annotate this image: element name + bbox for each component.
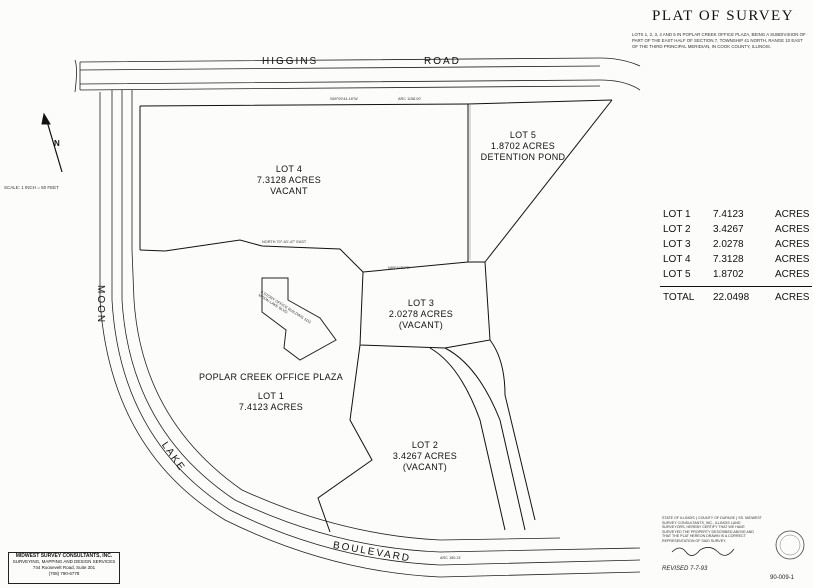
- lot1-plaza: POPLAR CREEK OFFICE PLAZA: [198, 372, 344, 382]
- acreage-lot: LOT 5: [663, 269, 691, 280]
- company-line2: 744 Roosevelt Road, Suite 301: [32, 565, 96, 570]
- revised-date: REVISED 7-7-93: [662, 566, 708, 572]
- lot3-label: LOT 3 2.0278 ACRES (VACANT): [376, 298, 466, 331]
- lot4-label: LOT 4 7.3128 ACRES VACANT: [244, 164, 334, 197]
- road-label-road: ROAD: [424, 56, 461, 67]
- lot1-name: LOT 1: [257, 391, 285, 401]
- acreage-separator: [660, 282, 813, 287]
- lot1-label: POPLAR CREEK OFFICE PLAZA LOT 1 7.4123 A…: [186, 372, 356, 413]
- company-line3: (708) 790-6778: [48, 571, 80, 576]
- surveyor-seal: [775, 530, 805, 560]
- dim-lot4-south: NORTH 70°-40'-47" EAST: [262, 240, 307, 244]
- lot5-status: DETENTION POND: [480, 152, 566, 162]
- lot2-status: (VACANT): [402, 462, 448, 472]
- lot1-acres: 7.4123 ACRES: [238, 402, 304, 412]
- acreage-value: 3.4267: [713, 224, 744, 235]
- road-label-moon: MOON: [95, 285, 106, 325]
- surveyor-company-box: MIDWEST SURVEY CONSULTANTS, INC. SURVEYI…: [8, 552, 120, 584]
- acreage-total-value: 22.0498: [713, 292, 750, 303]
- acreage-unit: ACRES: [775, 224, 810, 235]
- acreage-row: LOT 3 2.0278 ACRES: [660, 237, 812, 252]
- document-number: 90-009-1: [770, 575, 795, 581]
- lot2-name: LOT 2: [411, 440, 439, 450]
- dim-lot2-arc: ARC 150.21': [440, 556, 462, 560]
- acreage-unit: ACRES: [775, 254, 810, 265]
- acreage-lot: LOT 3: [663, 239, 691, 250]
- acreage-unit: ACRES: [775, 269, 810, 280]
- surveyor-signature: [671, 547, 735, 556]
- company-name: MIDWEST SURVEY CONSULTANTS, INC.: [15, 553, 113, 559]
- acreage-value: 7.3128: [713, 254, 744, 265]
- acreage-row: LOT 4 7.3128 ACRES: [660, 252, 812, 267]
- acreage-value: 2.0278: [713, 239, 744, 250]
- moon-lake-boulevard: [99, 90, 641, 578]
- north-label: N: [53, 139, 61, 148]
- acreage-value: 1.8702: [713, 269, 744, 280]
- lot3-acres: 2.0278 ACRES: [388, 309, 454, 319]
- acreage-value: 7.4123: [713, 209, 744, 220]
- acreage-total-label: TOTAL: [663, 292, 695, 303]
- dim-top-bearing: S89°09'44.18"W: [330, 97, 358, 101]
- lot-boundaries: [139, 99, 613, 533]
- lot4-name: LOT 4: [275, 164, 303, 174]
- dim-top-arc: ARC 1158.00': [398, 97, 422, 101]
- lot3-name: LOT 3: [407, 298, 435, 308]
- lot2-acres: 3.4267 ACRES: [392, 451, 458, 461]
- higgins-road: [74, 57, 641, 93]
- acreage-lot: LOT 1: [663, 209, 691, 220]
- road-label-higgins: HIGGINS: [262, 56, 319, 67]
- legal-description: LOTS 1, 2, 3, 4 AND 5 IN POPLAR CREEK OF…: [632, 32, 806, 49]
- acreage-total-unit: ACRES: [775, 292, 810, 303]
- acreage-row: LOT 5 1.8702 ACRES: [660, 267, 812, 282]
- company-line1: SURVEYING, MAPPING AND DESIGN SERVICES: [12, 559, 116, 564]
- north-arrow: [41, 112, 63, 173]
- plat-title: PLAT OF SURVEY: [652, 8, 795, 24]
- lot5-name: LOT 5: [509, 130, 537, 140]
- lot4-acres: 7.3128 ACRES: [256, 175, 322, 185]
- lot2-label: LOT 2 3.4267 ACRES (VACANT): [380, 440, 470, 473]
- lot5-acres: 1.8702 ACRES: [490, 141, 556, 151]
- acreage-unit: ACRES: [775, 239, 810, 250]
- office-building-footprint: [261, 277, 337, 361]
- acreage-lot: LOT 4: [663, 254, 691, 265]
- acreage-unit: ACRES: [775, 209, 810, 220]
- lot4-status: VACANT: [270, 186, 308, 196]
- surveyor-certificate: STATE OF ILLINOIS ) COUNTY OF DUPAGE ) S…: [662, 516, 762, 543]
- acreage-row: LOT 2 3.4267 ACRES: [660, 222, 812, 237]
- acreage-row: LOT 1 7.4123 ACRES: [660, 207, 812, 222]
- acreage-lot: LOT 2: [663, 224, 691, 235]
- dim-lot3-north: N89°44'59"E: [388, 266, 410, 270]
- scale-note: SCALE: 1 INCH = 50 FEET: [4, 185, 59, 190]
- lot3-status: (VACANT): [398, 320, 444, 330]
- acreage-total-row: TOTAL 22.0498 ACRES: [660, 287, 812, 306]
- lot5-label: LOT 5 1.8702 ACRES DETENTION POND: [468, 130, 578, 163]
